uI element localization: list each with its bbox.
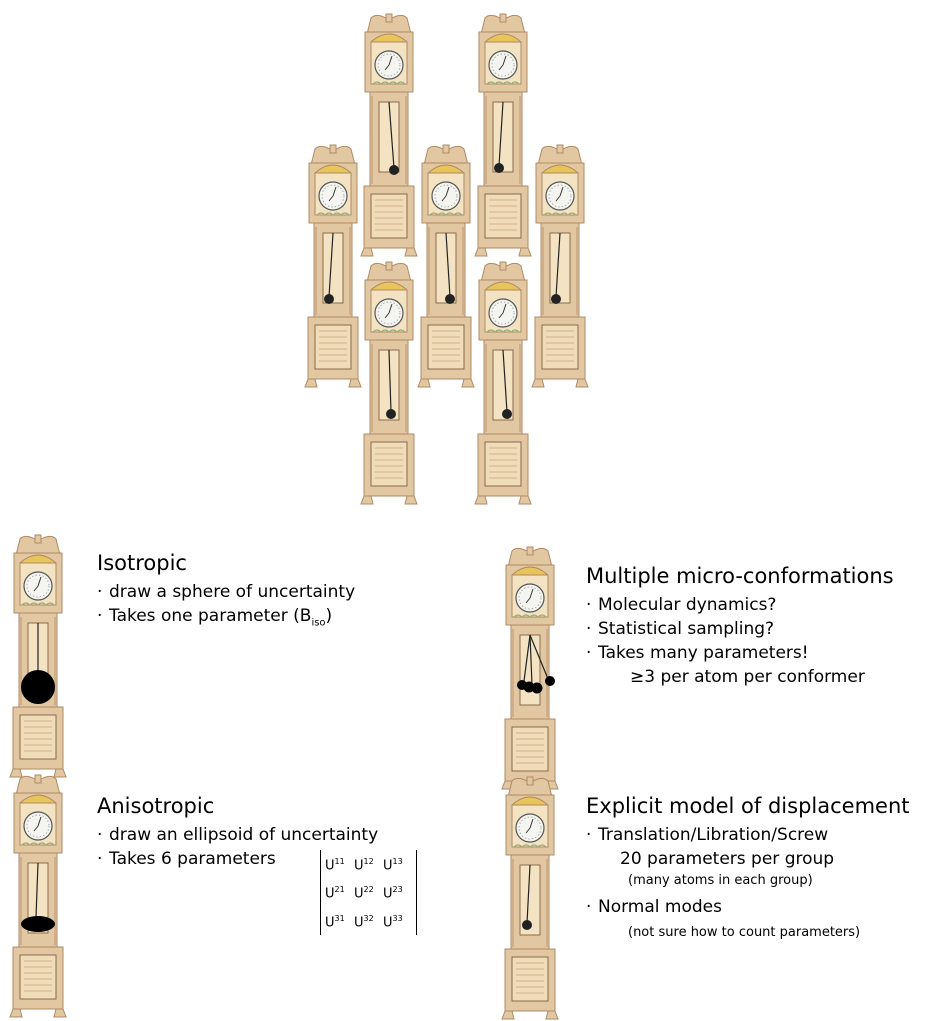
conformer-weight (532, 683, 543, 694)
clock-illustration (361, 12, 419, 258)
clock-isotropic (10, 533, 68, 779)
micro-note: ≥3 per atom per conformer (586, 665, 894, 689)
micro-title: Multiple micro-conformations (586, 563, 894, 589)
micro-conformations-section: Multiple micro-conformations ·Molecular … (586, 563, 894, 689)
clock-illustration (532, 143, 590, 389)
clock-illustration (475, 260, 533, 506)
clock-anisotropic (10, 773, 68, 1019)
anisotropic-ellipsoid (21, 916, 55, 932)
clock-micro-conformations (502, 545, 560, 791)
isotropic-section: Isotropic ·draw a sphere of uncertainty … (97, 550, 355, 635)
conformer-weight (545, 676, 555, 686)
clock-illustration (305, 143, 363, 389)
anisotropic-title: Anisotropic (97, 793, 378, 819)
isotropic-sphere (21, 670, 55, 704)
clock-illustration (361, 260, 419, 506)
isotropic-title: Isotropic (97, 550, 355, 576)
explicit-model-section: Explicit model of displacement ·Translat… (586, 793, 910, 943)
clock-illustration (418, 143, 476, 389)
clock-explicit-model (502, 775, 560, 1021)
clock-illustration (475, 12, 533, 258)
explicit-title: Explicit model of displacement (586, 793, 910, 819)
